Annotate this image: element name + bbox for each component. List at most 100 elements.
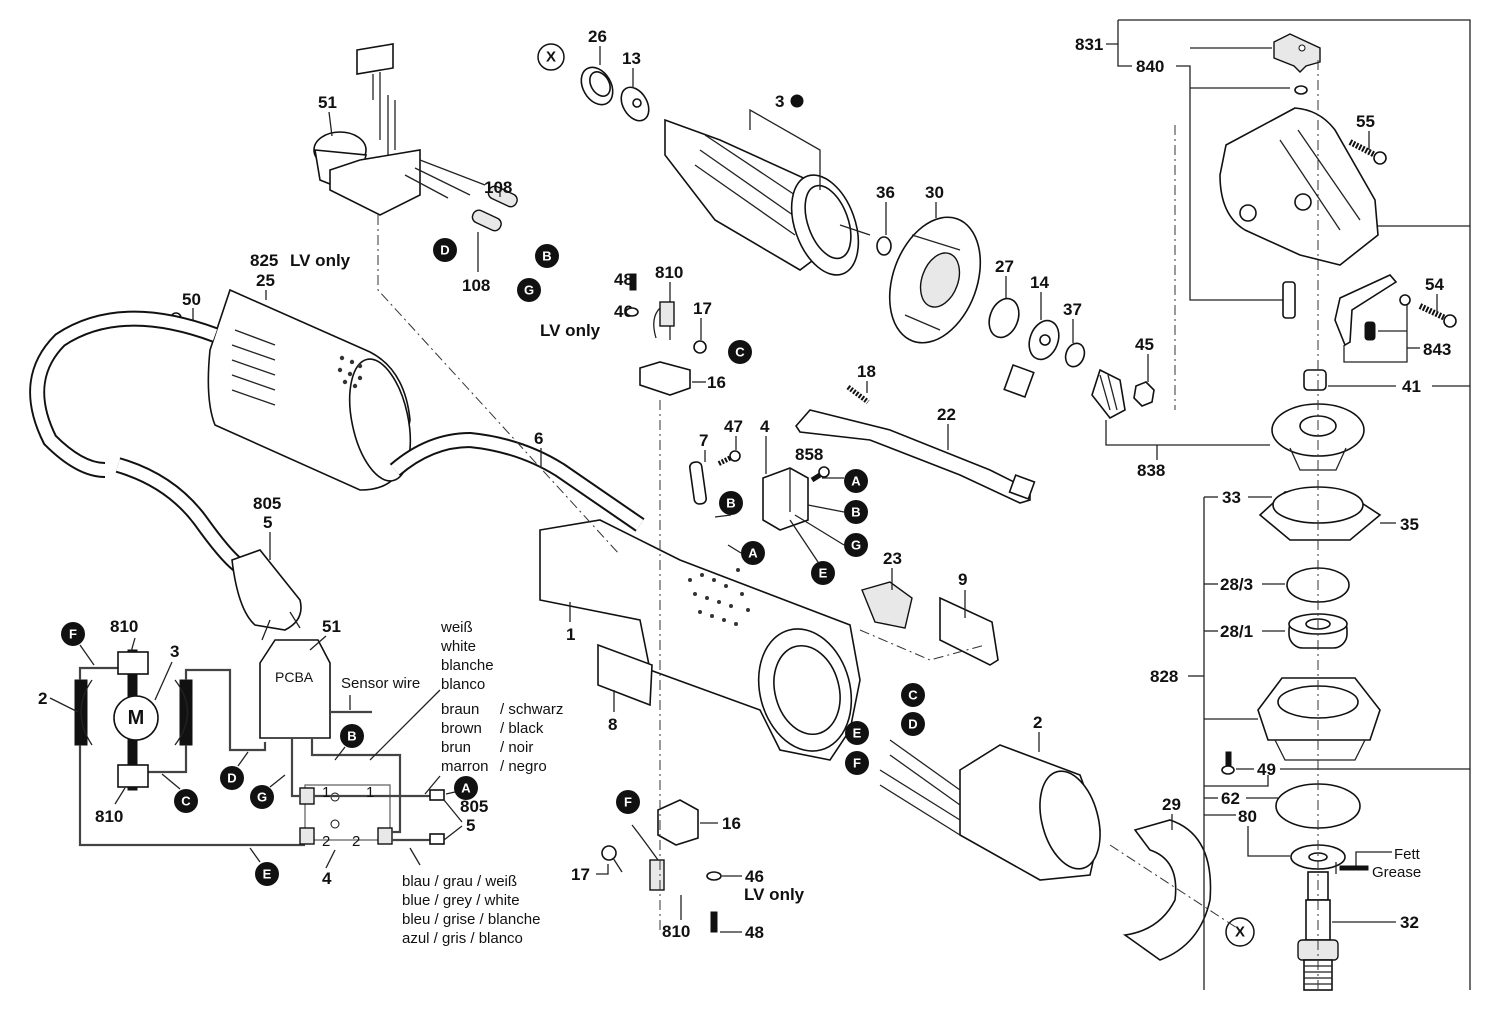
bearing-26 <box>580 66 614 106</box>
schem-label-5: 5 <box>466 816 475 835</box>
label-1: 1 <box>566 625 575 644</box>
label-46-bottom: 46 <box>745 867 764 886</box>
svg-text:X: X <box>546 49 556 66</box>
label-32: 32 <box>1400 913 1419 932</box>
screw-55 <box>1348 139 1387 165</box>
svg-text:E: E <box>263 867 272 882</box>
washer-46-top <box>625 307 639 317</box>
svg-text:B: B <box>851 505 860 520</box>
svg-text:A: A <box>748 546 758 561</box>
pin-840 <box>1282 281 1296 319</box>
connector-G-pcba: G <box>517 278 541 302</box>
field-coil-2 <box>879 739 1101 881</box>
bearing-flange <box>1257 677 1381 761</box>
blue-label-en: blue / grey / white <box>402 892 520 909</box>
lock-button-840 <box>1273 33 1321 73</box>
svg-text:F: F <box>624 795 632 810</box>
bearing-14 <box>1028 319 1060 361</box>
schem-connector-G: G <box>250 785 274 809</box>
svg-text:G: G <box>524 283 534 298</box>
svg-text:G: G <box>257 790 267 805</box>
schem-connector-D: D <box>220 766 244 790</box>
label-108-lower: 108 <box>462 276 490 295</box>
svg-text:G: G <box>851 538 861 553</box>
label-5-plug: 5 <box>263 513 272 532</box>
connector-B-switch: B <box>844 500 868 524</box>
black-label-en: / black <box>500 720 544 737</box>
svg-text:D: D <box>440 243 449 258</box>
washer-37 <box>1064 342 1086 368</box>
motor-housing-1 <box>539 519 861 761</box>
brush-holder-16-top <box>639 361 691 396</box>
label-51: 51 <box>318 93 337 112</box>
label-25: 25 <box>256 271 275 290</box>
screw-49 <box>1221 751 1235 775</box>
schem-connector-E: E <box>255 862 279 886</box>
white-label-de: weiß <box>440 619 473 636</box>
grease-symbol-icon <box>1339 865 1369 871</box>
blue-label-fr: bleu / grise / blanche <box>402 911 540 928</box>
motor-symbol <box>113 695 159 741</box>
connector-E-coil: E <box>845 721 869 745</box>
label-23: 23 <box>883 549 902 568</box>
motor-symbol-label: M <box>128 707 145 729</box>
svg-text:A: A <box>851 474 861 489</box>
label-828: 828 <box>1150 667 1178 686</box>
spring-17-bottom <box>601 845 623 873</box>
white-label-es: blanco <box>441 676 485 693</box>
svg-text:X: X <box>1235 924 1245 941</box>
connector-D-pcba: D <box>433 238 457 262</box>
nut-45 <box>1133 381 1155 407</box>
label-46-lv-only-top: LV only <box>540 321 601 340</box>
sleeve-108-upper <box>487 185 518 208</box>
label-80: 80 <box>1238 807 1257 826</box>
spring-17-top <box>693 340 707 354</box>
label-33: 33 <box>1222 488 1241 507</box>
svg-text:F: F <box>853 756 861 771</box>
label-48-top: 48 <box>614 270 633 289</box>
connector-D-coil: D <box>901 712 925 736</box>
switch-terminal-1a: 1 <box>322 784 330 801</box>
label-825: 825 <box>250 251 278 270</box>
pcba-box <box>259 639 331 739</box>
svg-text:E: E <box>819 566 828 581</box>
schem-connector-C: C <box>174 789 198 813</box>
label-50: 50 <box>182 290 201 309</box>
switch-terminal-2b: 2 <box>352 833 360 850</box>
label-13: 13 <box>622 49 641 68</box>
label-108-upper: 108 <box>484 178 512 197</box>
label-41: 41 <box>1402 377 1421 396</box>
wiring-schematic: M PCBA Sensor wire 1 1 2 2 <box>74 639 445 850</box>
switch-terminal-1b: 1 <box>366 784 374 801</box>
svg-text:B: B <box>542 249 551 264</box>
pcba-module-51 <box>313 43 486 216</box>
gear-housing <box>1219 107 1379 266</box>
label-29: 29 <box>1162 795 1181 814</box>
connector-C-brush: C <box>728 340 752 364</box>
connector-E-switch: E <box>811 561 835 585</box>
label-810-top: 810 <box>655 263 683 282</box>
armature-3 <box>664 118 871 276</box>
spring-840 <box>1294 85 1308 95</box>
schem-connector-B: B <box>340 724 364 748</box>
connector-B-pcba: B <box>535 244 559 268</box>
washer-46-bottom <box>706 871 722 881</box>
label-plate-9 <box>939 596 999 666</box>
label-838: 838 <box>1137 461 1165 480</box>
label-62: 62 <box>1221 789 1240 808</box>
label-17-top: 17 <box>693 299 712 318</box>
bearing-41 <box>1303 369 1327 391</box>
label-18: 18 <box>857 362 876 381</box>
screw-48-top <box>629 273 637 291</box>
guard-29 <box>1122 819 1212 961</box>
label-55: 55 <box>1356 112 1375 131</box>
brush-holder-bottom <box>117 764 149 788</box>
label-30: 30 <box>925 183 944 202</box>
bearing-13 <box>620 86 650 122</box>
label-7: 7 <box>699 431 708 450</box>
label-16-bottom: 16 <box>722 814 741 833</box>
clamp-7 <box>688 461 708 505</box>
label-36: 36 <box>876 183 895 202</box>
x-marker-bottom: X <box>1225 917 1255 947</box>
